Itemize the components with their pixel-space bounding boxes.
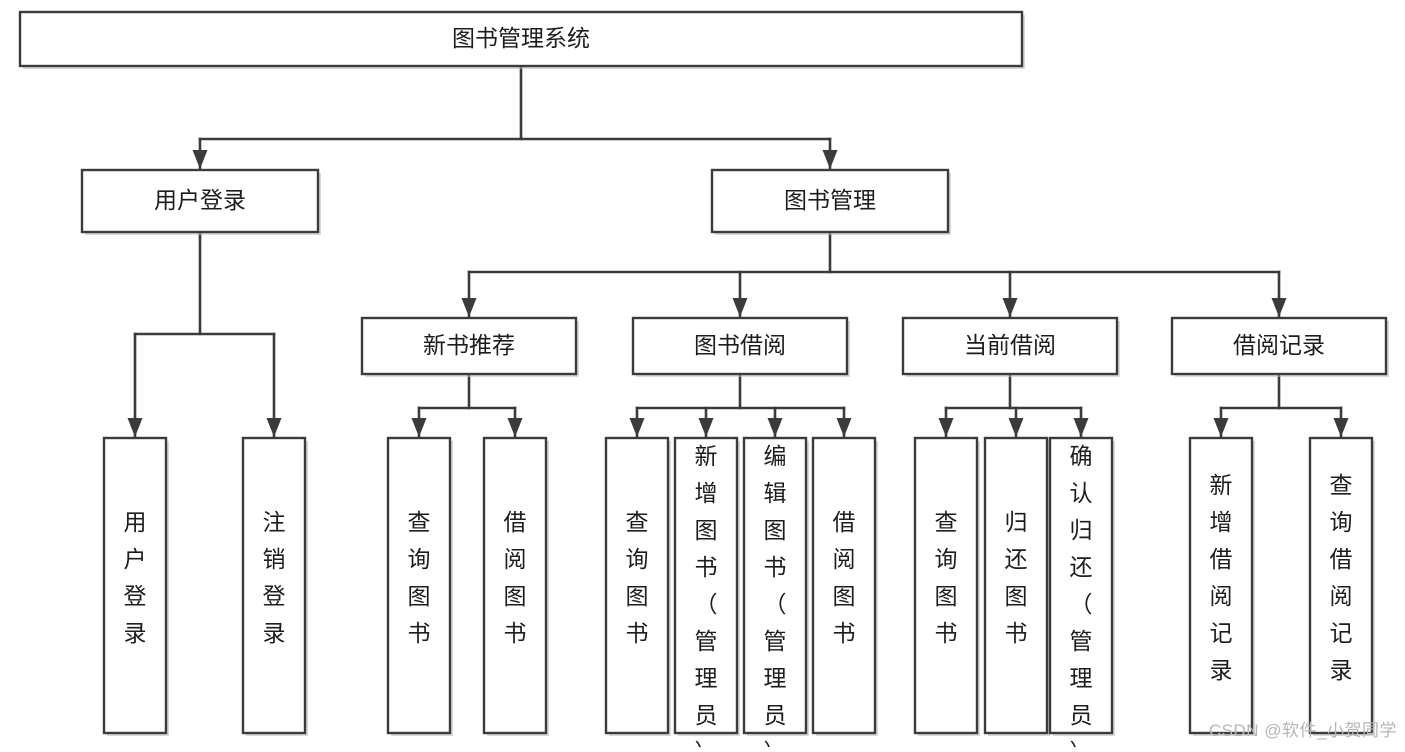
arrow-head-icon [127,418,143,437]
node-label: 用户登录 [124,509,147,646]
node-label: 新增图书（管理员） [695,443,718,747]
arrow-head-icon [732,298,748,317]
node-label: 图书管理 [784,187,876,213]
arrow-head-icon [1213,418,1229,437]
node-leaf-confirm-return[interactable]: 确认归还（管理员） [1048,436,1115,752]
arrow-head-icon [192,150,208,169]
arrow-head-icon [767,418,783,437]
arrow-head-icon [1008,418,1024,437]
arrow-head-icon [1073,418,1089,437]
arrow-head-icon [1333,418,1349,437]
node-label: 归还图书 [1005,509,1028,646]
node-borrow-record[interactable]: 借阅记录 [1170,316,1389,377]
node-leaf-borrow-query-book[interactable]: 查询图书 [604,436,671,736]
arrow-head-icon [629,418,645,437]
node-label: 新增借阅记录 [1210,472,1233,683]
node-label: 确认归还（管理员） [1070,443,1093,747]
node-label: 用户登录 [154,187,246,213]
node-label: 查询图书 [935,509,958,646]
node-leaf-query-record[interactable]: 查询借阅记录 [1308,436,1375,736]
arrow-head-icon [938,418,954,437]
arrow-head-icon [266,418,282,437]
node-book-manage[interactable]: 图书管理 [710,168,951,235]
arrow-head-icon [411,418,427,437]
node-leaf-add-record[interactable]: 新增借阅记录 [1188,436,1255,736]
node-label: 编辑图书（管理员） [764,443,787,747]
node-label: 借阅图书 [504,509,527,646]
arrow-head-icon [822,150,838,169]
arrow-head-icon [836,418,852,437]
node-book-borrow[interactable]: 图书借阅 [631,316,850,377]
node-leaf-borrow-book[interactable]: 借阅图书 [811,436,878,736]
node-label: 借阅记录 [1233,332,1325,358]
arrow-head-icon [507,418,523,437]
node-leaf-cur-query-book[interactable]: 查询图书 [913,436,980,736]
node-root-system[interactable]: 图书管理系统 [18,10,1025,69]
node-label: 新书推荐 [423,332,515,358]
arrow-head-icon [698,418,714,437]
node-label: 查询图书 [626,509,649,646]
node-leaf-edit-book[interactable]: 编辑图书（管理员） [742,436,809,752]
node-leaf-rec-borrow-book[interactable]: 借阅图书 [482,436,549,736]
arrow-head-icon [1271,298,1287,317]
node-leaf-logout[interactable]: 注销登录 [241,436,308,736]
node-label: 查询图书 [408,509,431,646]
node-label: 图书管理系统 [452,25,590,51]
node-new-book-rec[interactable]: 新书推荐 [360,316,579,377]
arrow-head-icon [461,298,477,317]
node-label: 借阅图书 [833,509,856,646]
node-label: 当前借阅 [964,332,1056,358]
node-leaf-return-book[interactable]: 归还图书 [983,436,1050,736]
node-leaf-add-book[interactable]: 新增图书（管理员） [673,436,740,752]
node-current-borrow[interactable]: 当前借阅 [901,316,1120,377]
node-leaf-rec-query-book[interactable]: 查询图书 [386,436,453,736]
watermark-text: CSDN @软件_小贺同学 [1208,721,1397,740]
node-label: 图书借阅 [694,332,786,358]
node-label: 查询借阅记录 [1330,472,1353,683]
node-leaf-user-login[interactable]: 用户登录 [102,436,169,736]
node-user-login[interactable]: 用户登录 [80,168,321,235]
arrow-head-icon [1002,298,1018,317]
node-label: 注销登录 [263,509,286,646]
